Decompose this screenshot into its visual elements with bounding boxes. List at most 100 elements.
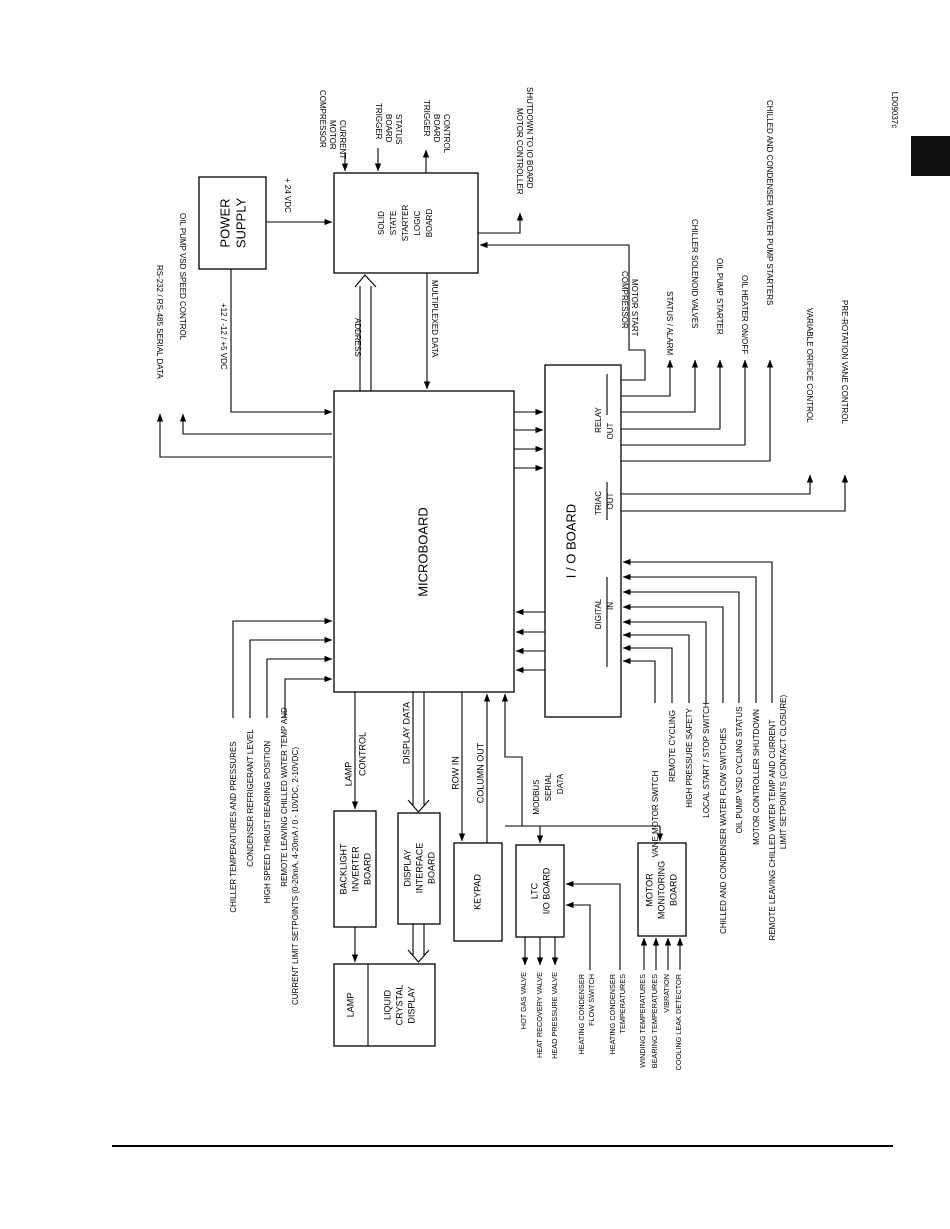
keypad-block: KEYPAD bbox=[453, 842, 503, 942]
relay-out-label: OUT bbox=[606, 422, 615, 439]
ssslb-label-4: LOGIC bbox=[413, 210, 422, 235]
microboard-block: MICROBOARD bbox=[333, 390, 515, 693]
mm-in-1-label: WINDING TEMPERATURES bbox=[638, 974, 647, 1068]
ltc-io-board: LTC I/O BOARD bbox=[515, 844, 565, 938]
mmb-label-2: MONITORING bbox=[656, 861, 666, 919]
din-2-label: REMOTE CYCLING bbox=[668, 710, 677, 782]
ltc-wiring bbox=[521, 880, 621, 970]
lcd-label-1: LIQUID bbox=[382, 990, 392, 1021]
din-3-label: HIGH PRESSURE SAFETY bbox=[685, 708, 694, 808]
ltc-in-1-label-1: HEATING CONDENSER bbox=[577, 974, 586, 1055]
mm-in-3-label: VIBRATION bbox=[662, 974, 671, 1013]
row-in-label: ROW IN bbox=[450, 756, 460, 790]
document-id: LD09037c bbox=[890, 92, 899, 128]
micro-in-3-label: HIGH SPEED THRUST BEARING POSITION bbox=[263, 741, 272, 904]
io-board-block: I / O BOARD RELAY OUT TRIAC OUT DIGITAL … bbox=[544, 364, 622, 718]
ltc-label-2: I/O BOARD bbox=[541, 867, 551, 914]
digital-input-wiring bbox=[622, 558, 773, 703]
backlight-label-3: BOARD bbox=[362, 853, 372, 886]
ssslb-label-2: STATE bbox=[389, 211, 398, 236]
motor-shutdown-label-1: MOTOR CONTROLLER bbox=[515, 108, 524, 195]
relay-out-3-label: CHILLER SOLENOID VALVES bbox=[690, 219, 699, 329]
trig-control-label-2: BOARD bbox=[432, 114, 441, 143]
microboard-label: MICROBOARD bbox=[415, 507, 430, 597]
comp-current-label-1: COMPRESSOR bbox=[318, 90, 327, 148]
relay-out-5-label: OIL HEATER ON/OFF bbox=[740, 275, 749, 354]
dib-label-2: INTERFACE bbox=[414, 843, 424, 894]
rs232-label: RS-232 / RS-485 SERIAL DATA bbox=[155, 265, 164, 379]
ltc-out-3-label: HEAD PRESSURE VALVE bbox=[550, 972, 559, 1059]
trig-status-label-1: TRIGGER bbox=[374, 103, 383, 140]
mm-wiring bbox=[640, 937, 684, 970]
vmulti-label: +12 / -12 / +5 VDC bbox=[219, 303, 228, 370]
lamp-control-label-1: LAMP bbox=[343, 762, 353, 787]
top-signal-wiring bbox=[156, 148, 646, 458]
motor-shutdown-label-2: SHUTDOWN TO IO BOARD bbox=[525, 87, 534, 189]
ssslb-label-3: STARTER bbox=[401, 204, 410, 241]
mmb-label-1: MOTOR bbox=[644, 873, 654, 907]
lamp-control-label-2: CONTROL bbox=[357, 732, 367, 776]
din-8-label-2: LIMIT SETPOINTS (CONTACT CLOSURE) bbox=[779, 695, 788, 850]
relay-out-1-label-1: COMPRESSOR bbox=[620, 271, 629, 329]
digital-in-label: IN bbox=[606, 602, 615, 610]
column-out-label: COLUMN OUT bbox=[475, 742, 485, 803]
micro-input-wiring bbox=[232, 617, 333, 718]
micro-in-4-label-2: CURRENT LIMIT SETPOINTS (0-20mA, 4-20mA … bbox=[291, 747, 300, 1005]
display-data-label: DISPLAY DATA bbox=[401, 702, 411, 764]
bottom-signal-wiring bbox=[351, 692, 664, 963]
lamp-lcd-block: LAMP LIQUID CRYSTAL DISPLAY bbox=[333, 963, 436, 1047]
comp-current-label-3: CURRENT bbox=[338, 120, 347, 159]
lcd-label-3: DISPLAY bbox=[406, 986, 416, 1023]
triac-label: TRIAC bbox=[594, 491, 603, 515]
trig-control-label-3: CONTROL bbox=[442, 114, 451, 154]
relay-out-1-label-2: MOTOR START bbox=[630, 279, 639, 336]
din-8-label-1: REMOTE LEAVING CHILLED WATER TEMP AND CU… bbox=[768, 719, 777, 940]
comp-current-label-2: MOTOR bbox=[328, 120, 337, 150]
keypad-label: KEYPAD bbox=[472, 874, 482, 910]
din-6-label: OIL PUMP VSD CYCLING STATUS bbox=[735, 707, 744, 834]
triac-out-1-label: VARIABLE ORIFICE CONTROL bbox=[805, 308, 814, 423]
power-supply-block: POWER SUPPLY bbox=[198, 176, 267, 270]
ltc-in-1-label-2: FLOW SWITCH bbox=[587, 974, 596, 1026]
v24-label: + 24 VDC bbox=[283, 178, 292, 213]
ltc-out-2-label: HEAT RECOVERY VALVE bbox=[535, 972, 544, 1058]
modbus-label-2: SERIAL bbox=[544, 772, 553, 801]
ltc-label-1: LTC bbox=[529, 882, 539, 899]
relay-label: RELAY bbox=[594, 407, 603, 433]
solid-state-starter-logic-board: SOLID STATE STARTER LOGIC BOARD bbox=[333, 172, 479, 274]
din-7-label: MOTOR CONTROLLER SHUTDOWN bbox=[752, 709, 761, 845]
backlight-inverter-board: BACKLIGHT INVERTER BOARD bbox=[333, 810, 377, 928]
relay-out-4-label: OIL PUMP STARTER bbox=[715, 258, 724, 335]
relay-out-2-label: STATUS / ALARM bbox=[665, 291, 674, 355]
relay-out-6-label: CHILLED AND CONDENSER WATER PUMP STARTER… bbox=[765, 100, 774, 305]
trig-status-label-3: STATUS bbox=[394, 114, 403, 144]
relay-output-wiring: COMPRESSOR MOTOR START STATUS / ALARM CH… bbox=[620, 100, 774, 462]
ssslb-label-1: SOLID bbox=[377, 211, 386, 235]
din-1-label: VANE MOTOR SWITCH bbox=[651, 770, 660, 857]
lcd-label-2: CRYSTAL bbox=[394, 985, 404, 1026]
din-5-label: CHILLED AND CONDENSER WATER FLOW SWITCHE… bbox=[719, 728, 728, 934]
micro-in-2-label: CONDENSER REFRIGERANT LEVEL bbox=[246, 729, 255, 867]
triac-out-label: OUT bbox=[606, 492, 615, 509]
trig-control-label-1: TRIGGER bbox=[422, 100, 431, 137]
ltc-in-2-label-1: HEATING CONDENSER bbox=[608, 974, 617, 1055]
motor-monitoring-board: MOTOR MONITORING BOARD bbox=[637, 842, 687, 937]
ssslb-label-5: BOARD bbox=[425, 209, 434, 238]
digital-label: DIGITAL bbox=[594, 598, 603, 629]
page-tab-marker bbox=[911, 136, 950, 176]
micro-io-links bbox=[514, 408, 545, 674]
micro-in-1-label: CHILLER TEMPERATURES AND PRESSURES bbox=[229, 741, 238, 912]
mux-label: MULTIPLEXED DATA bbox=[430, 280, 439, 358]
modbus-label-1: MODBUS bbox=[532, 779, 541, 814]
din-4-label: LOCAL START / STOP SWITCH bbox=[702, 702, 711, 818]
io-board-label: I / O BOARD bbox=[563, 504, 578, 578]
triac-out-2-label: PRE-ROTATION VANE CONTROL bbox=[840, 300, 849, 425]
ltc-in-2-label-2: TEMPERATURES bbox=[618, 974, 627, 1034]
power-supply-label-1: POWER bbox=[217, 198, 232, 247]
backlight-label-1: BACKLIGHT bbox=[338, 843, 348, 895]
modbus-label-3: DATA bbox=[556, 773, 565, 794]
lamp-label: LAMP bbox=[345, 993, 355, 1018]
micro-in-4-label-1: REMOTE LEAVING CHILLED WATER TEMP AND bbox=[280, 707, 289, 887]
ltc-out-1-label: HOT GAS VALVE bbox=[519, 972, 528, 1029]
